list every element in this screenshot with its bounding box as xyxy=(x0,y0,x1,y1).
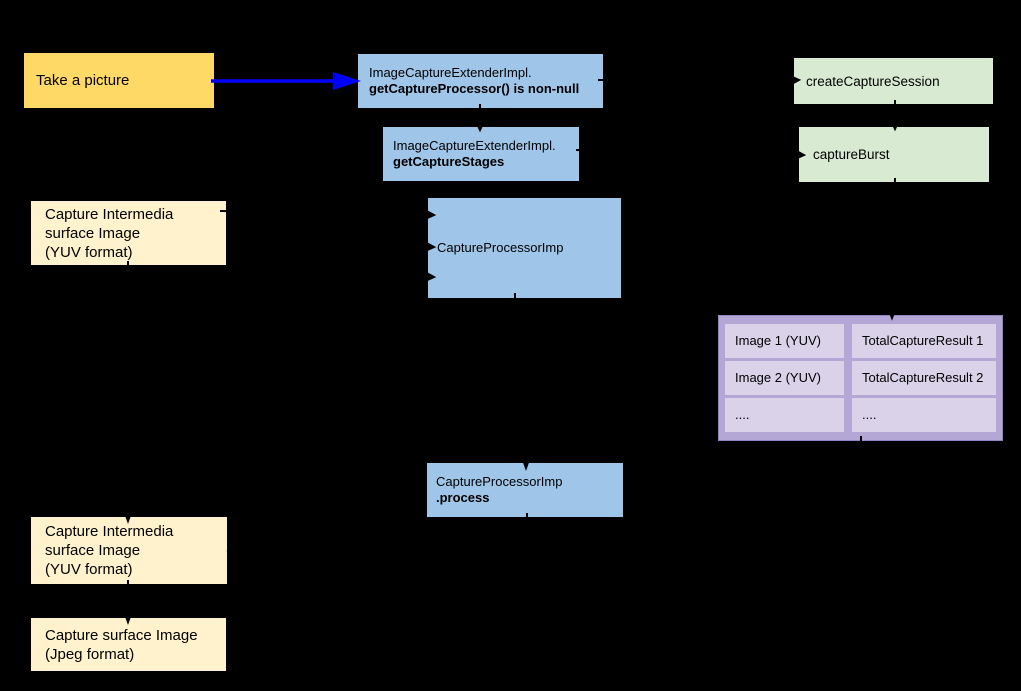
node-line: (YUV format) xyxy=(45,243,133,261)
capture-burst-node: captureBurst xyxy=(799,127,989,182)
capture-intermedia-yuv-node-top: Capture Intermedia surface Image (YUV fo… xyxy=(31,201,226,265)
table-cell-image-2: Image 2 (YUV) xyxy=(725,361,844,395)
node-line: Capture Intermedia xyxy=(45,205,174,223)
node-line: ImageCaptureExtenderImpl. xyxy=(393,138,556,153)
table-cell-result-2: TotalCaptureResult 2 xyxy=(852,361,996,395)
create-capture-session-node: createCaptureSession xyxy=(794,58,993,104)
node-line: CaptureProcessorImp xyxy=(436,474,563,489)
blue-arrow xyxy=(211,72,361,90)
node-line: createCaptureSession xyxy=(806,73,940,89)
node-line-bold: getCaptureProcessor() is non-null xyxy=(369,81,580,96)
table-cell-image-more: .... xyxy=(725,398,844,432)
capture-surface-jpeg-node: Capture surface Image (Jpeg format) xyxy=(31,618,226,671)
node-line: captureBurst xyxy=(813,147,890,162)
capture-processor-imp-node: CaptureProcessorImp xyxy=(428,198,621,298)
node-line: Capture surface Image xyxy=(45,626,198,644)
get-capture-processor-node: ImageCaptureExtenderImpl. getCaptureProc… xyxy=(358,54,603,108)
node-line-bold: .process xyxy=(436,490,490,505)
take-a-picture-label: Take a picture xyxy=(36,72,130,89)
node-line: CaptureProcessorImp xyxy=(437,240,564,255)
capture-intermedia-yuv-node-bottom: Capture Intermedia surface Image (YUV fo… xyxy=(31,517,227,584)
capture-processor-process-node: CaptureProcessorImp .process xyxy=(427,463,623,517)
node-line: (YUV format) xyxy=(45,561,133,578)
burst-results-table: Image 1 (YUV) TotalCaptureResult 1 Image… xyxy=(718,315,1003,441)
node-line-bold: getCaptureStages xyxy=(393,154,505,169)
get-capture-stages-node: ImageCaptureExtenderImpl. getCaptureStag… xyxy=(383,127,579,181)
table-cell-image-1: Image 1 (YUV) xyxy=(725,324,844,358)
node-line: surface Image xyxy=(45,542,141,559)
node-line: (Jpeg format) xyxy=(45,645,135,663)
take-a-picture-node: Take a picture xyxy=(24,53,214,108)
table-cell-result-1: TotalCaptureResult 1 xyxy=(852,324,996,358)
node-line: ImageCaptureExtenderImpl. xyxy=(369,65,532,80)
node-line: surface Image xyxy=(45,224,141,242)
node-line: Capture Intermedia xyxy=(45,523,174,540)
table-cell-result-more: .... xyxy=(852,398,996,432)
